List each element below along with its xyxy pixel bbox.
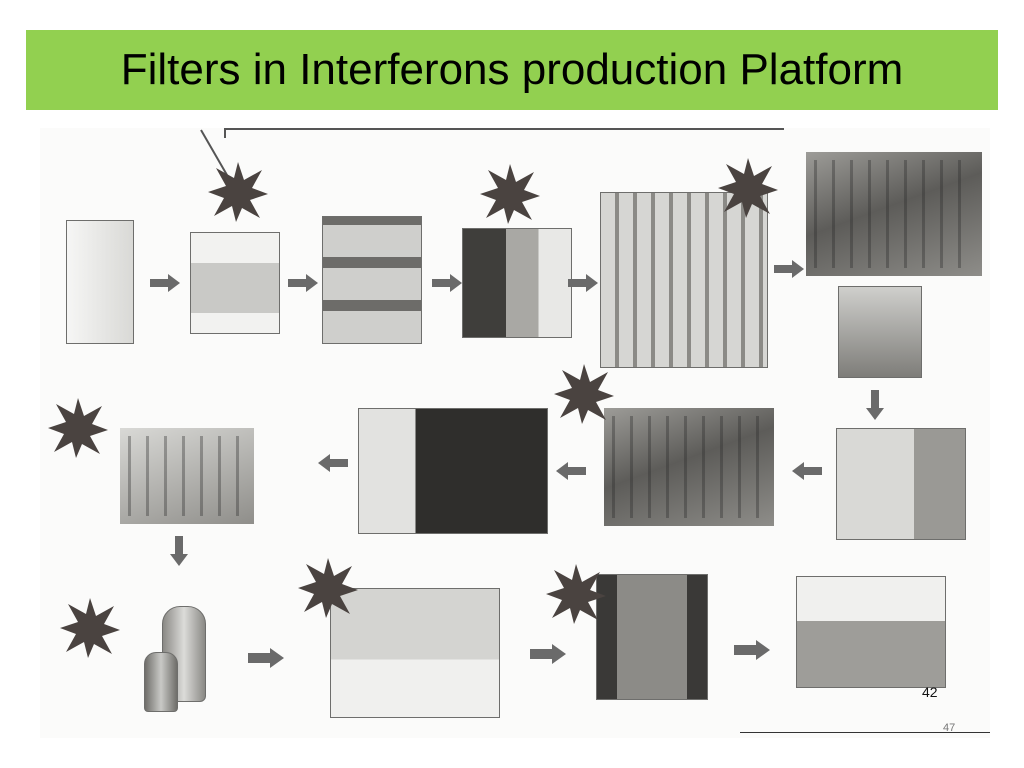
bottom-rule xyxy=(740,732,990,733)
page-number: 42 xyxy=(922,684,938,700)
fermentation-hall-photo xyxy=(604,408,774,526)
left-arrow-icon xyxy=(792,462,822,480)
pilot-fermenter-image xyxy=(600,192,768,368)
right-arrow-icon xyxy=(150,274,180,292)
title-bar: Filters in Interferons production Platfo… xyxy=(26,30,998,110)
right-arrow-icon xyxy=(248,648,284,668)
filter-burst-icon xyxy=(554,364,614,424)
faint-page-number: 47 xyxy=(943,722,956,734)
benchtop-fermenter-image xyxy=(462,228,572,338)
filter-burst-icon xyxy=(208,162,268,222)
biosafety-cabinet-image xyxy=(190,232,280,334)
right-arrow-icon xyxy=(432,274,462,292)
slide-title: Filters in Interferons production Platfo… xyxy=(120,45,904,94)
down-arrow-icon xyxy=(866,390,884,420)
processing-unit-image xyxy=(838,286,922,378)
filter-burst-icon xyxy=(60,598,120,658)
filter-burst-icon xyxy=(546,564,606,624)
chromatography-system-image xyxy=(358,408,548,534)
filling-machine-image xyxy=(330,588,500,718)
right-arrow-icon xyxy=(288,274,318,292)
production-plant-photo xyxy=(806,152,982,276)
right-arrow-icon xyxy=(774,260,804,278)
header-fragment-line xyxy=(224,128,784,130)
right-arrow-icon xyxy=(530,644,566,664)
packaging-line-image xyxy=(796,576,946,688)
incubator-image xyxy=(66,220,134,344)
down-arrow-icon xyxy=(170,536,188,566)
left-arrow-icon xyxy=(318,454,348,472)
header-fragment-line xyxy=(224,128,226,138)
freeze-dryer-image xyxy=(596,574,708,700)
clean-room-photo xyxy=(120,428,254,524)
left-arrow-icon xyxy=(556,462,586,480)
storage-vessel-image xyxy=(144,652,178,712)
right-arrow-icon xyxy=(568,274,598,292)
filter-burst-icon xyxy=(48,398,108,458)
filter-burst-icon xyxy=(718,158,778,218)
filter-burst-icon xyxy=(480,164,540,224)
homogenizer-image xyxy=(836,428,966,540)
filter-burst-icon xyxy=(298,558,358,618)
shaker-incubator-stack-image xyxy=(322,216,422,344)
right-arrow-icon xyxy=(734,640,770,660)
process-flow-figure xyxy=(40,128,990,738)
